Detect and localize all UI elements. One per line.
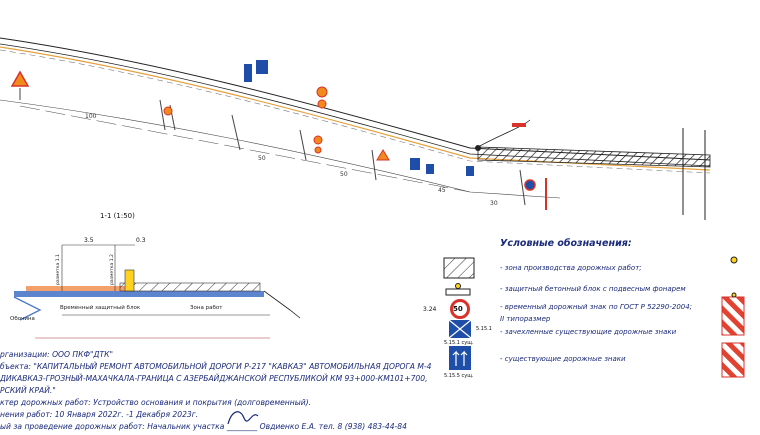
work-zone-label: Зона работ bbox=[190, 305, 223, 311]
barrier-stripe-icon bbox=[721, 342, 745, 378]
lane-sign-icon bbox=[410, 158, 420, 170]
legend-item-block: - защитный бетонный блок с подвесным фон… bbox=[500, 285, 686, 293]
legend-item-work-zone: - зона производства дорожных работ; bbox=[500, 264, 642, 272]
legend-code-2: 5.15.1 сущ. bbox=[444, 340, 474, 346]
barrier-stripe-icon bbox=[721, 296, 745, 336]
road-measurements: 100 50 50 45 30 bbox=[85, 113, 498, 207]
legend-hatch-icon bbox=[443, 257, 475, 279]
lane-sign-icon bbox=[256, 60, 268, 74]
legend-sign-value: 50 bbox=[453, 305, 463, 313]
speed-sign-icon bbox=[316, 86, 328, 98]
cross-section bbox=[13, 244, 301, 339]
info-work-type: ктер дорожных работ: Устройство основани… bbox=[0, 398, 312, 407]
dist-label-50a: 50 bbox=[258, 155, 266, 162]
marking-label-2: разметка 1.2 bbox=[110, 254, 115, 285]
legend-item-existing: - существующие дорожные знаки bbox=[500, 355, 626, 363]
legend-symbols bbox=[443, 257, 475, 370]
signature-scribble bbox=[227, 411, 259, 425]
info-responsible: ый за проведение дорожных работ: Начальн… bbox=[0, 422, 407, 431]
temp-block-label: Временный защитный блок bbox=[60, 305, 141, 311]
legend-item-temp-sign: - временный дорожный знак по ГОСТ Р 5229… bbox=[500, 303, 693, 311]
dist-label-30: 30 bbox=[490, 200, 498, 207]
legend-speed-sign-icon bbox=[450, 299, 470, 319]
legend-sign-number: 3.24 bbox=[423, 306, 437, 313]
legend-code-3: 5.15.5 сущ. bbox=[444, 373, 474, 379]
road-signs bbox=[10, 60, 547, 210]
legend-title: Условные обозначения: bbox=[500, 238, 632, 249]
work-zone-hatch bbox=[477, 146, 711, 168]
dist-label-45: 45 bbox=[438, 187, 446, 194]
marking-label-1: разметка 1.1 bbox=[56, 254, 61, 285]
dimension-0-3: 0.3 bbox=[136, 237, 146, 244]
info-object-2: ДИКАВКАЗ-ГРОЗНЫЙ-МАХАЧКАЛА-ГРАНИЦА С АЗЕ… bbox=[0, 374, 428, 383]
section-label: 1-1 (1:50) bbox=[100, 212, 135, 220]
lamp-icon bbox=[731, 292, 737, 298]
shoulder-label: Обочина bbox=[10, 316, 35, 322]
legend-item-covered: - зачехленные существующие дорожные знак… bbox=[500, 328, 677, 336]
lamp-icon bbox=[730, 256, 738, 264]
dist-label-100: 100 bbox=[85, 113, 97, 120]
info-object-3: РСКИЙ КРАЙ." bbox=[0, 386, 56, 395]
info-organization: рганизации: ООО ПКФ"ДТК" bbox=[0, 350, 113, 359]
warning-sign-icon bbox=[376, 149, 390, 161]
legend-item-size: II типоразмер bbox=[500, 315, 551, 323]
lane-sign-icon bbox=[244, 64, 252, 82]
info-dates: нения работ: 10 Января 2022г. -1 Декабря… bbox=[0, 410, 199, 419]
no-stopping-sign-icon bbox=[524, 179, 536, 191]
legend-code-1: 5.15.1 bbox=[476, 326, 492, 332]
info-object: бъекта: "КАПИТАЛЬНЫЙ РЕМОНТ АВТОМОБИЛЬНО… bbox=[0, 362, 432, 371]
road-lines bbox=[0, 37, 711, 199]
legend-block-icon bbox=[445, 288, 471, 296]
dimension-3-5: 3.5 bbox=[84, 237, 94, 244]
legend-existing-sign-icon bbox=[449, 346, 471, 370]
speed-sign-icon bbox=[163, 106, 173, 116]
warning-sign-icon bbox=[10, 70, 30, 87]
dist-label-50b: 50 bbox=[340, 171, 348, 178]
